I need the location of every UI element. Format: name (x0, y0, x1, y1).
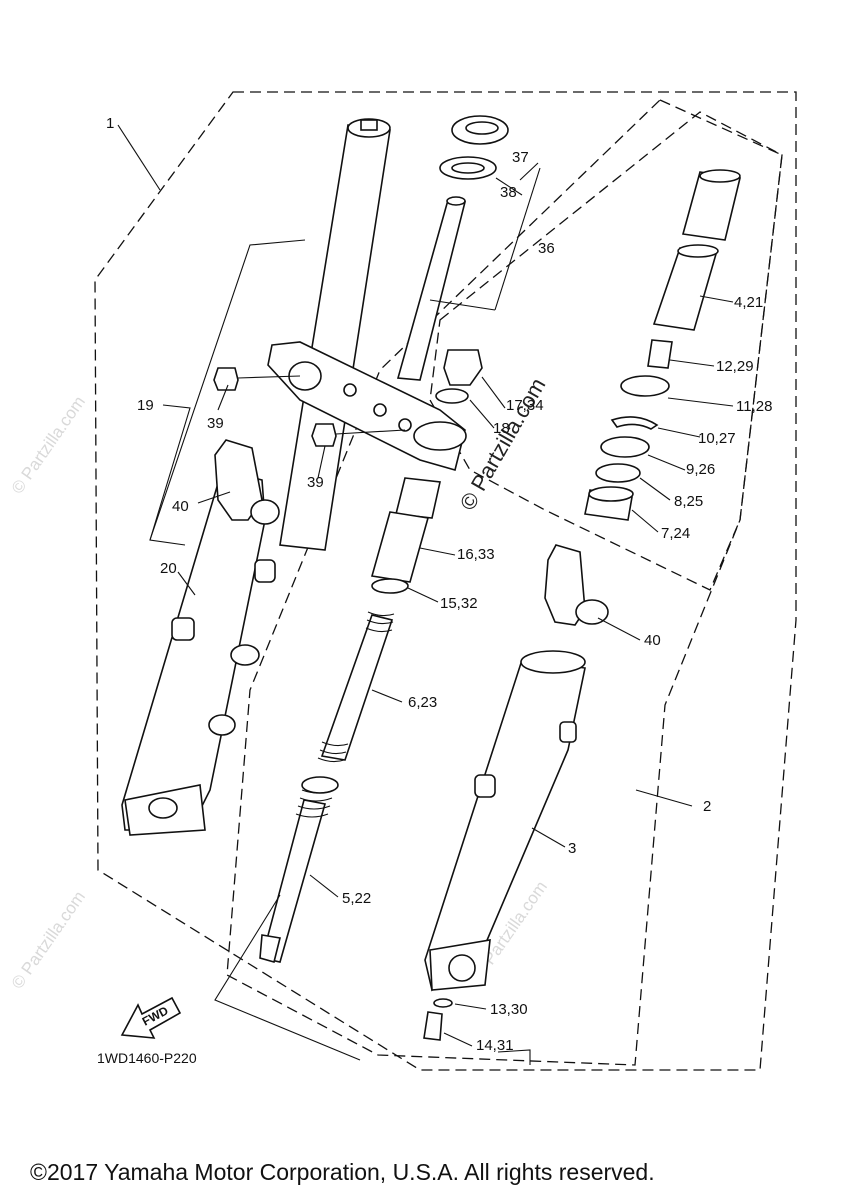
label-14-31: 14,31 (476, 1037, 514, 1054)
boss-right-2 (559, 721, 577, 743)
damper-rod-5 (261, 799, 327, 963)
damper-5-foot (259, 934, 281, 963)
label-20: 20 (160, 560, 177, 577)
spring-6 (320, 614, 394, 761)
cap-bolt-17 (443, 349, 483, 386)
fork-bracket (213, 341, 467, 471)
bolt-39-upper (213, 367, 239, 391)
label-5-22: 5,22 (342, 890, 371, 907)
label-16-33: 16,33 (457, 546, 495, 563)
bolt-39-lower (311, 423, 337, 447)
label-10-27: 10,27 (698, 430, 736, 447)
label-1: 1 (106, 115, 114, 132)
bracket-hole-1 (343, 383, 357, 397)
spacer-16 (370, 511, 430, 583)
guard-clamp-right (575, 599, 609, 625)
label-9-26: 9,26 (686, 461, 715, 478)
label-15-32: 15,32 (440, 595, 478, 612)
damper-rod-top (446, 196, 466, 206)
label-8-25: 8,25 (674, 493, 703, 510)
label-7-24: 7,24 (661, 525, 690, 542)
guard-clamp-left (250, 499, 280, 525)
bushing-4b-top (677, 244, 719, 258)
label-11-28: 11,28 (736, 398, 772, 415)
boss-b (254, 559, 276, 583)
cap-37-inner (465, 121, 499, 135)
diagram-code: 1WD1460-P220 (97, 1050, 197, 1066)
caliper-mount-upper (230, 644, 260, 666)
washer-8 (595, 463, 641, 483)
label-36: 36 (538, 240, 555, 257)
label-38: 38 (500, 184, 517, 201)
axle-hole-right (448, 954, 476, 982)
inner-tube-left (279, 124, 391, 551)
boss-right (474, 774, 496, 798)
outer-tube-right-group (423, 650, 586, 1041)
damper-rod-assembly (396, 115, 509, 381)
boss-a (171, 617, 195, 641)
collar-upper (395, 477, 441, 519)
o-ring-18 (435, 388, 469, 404)
fork-guard-left (214, 439, 263, 521)
bushing-4b (652, 247, 718, 331)
copyright-notice: ©2017 Yamaha Motor Corporation, U.S.A. A… (30, 1159, 655, 1185)
label-19: 19 (137, 397, 154, 414)
label-18: 18 (493, 420, 510, 437)
washer-15 (371, 578, 409, 594)
label-40-right: 40 (644, 632, 661, 649)
inner-parts-center (259, 477, 441, 963)
clip-10 (610, 416, 659, 430)
inner-tube-cap-bolt (360, 119, 378, 131)
label-4-21: 4,21 (734, 294, 763, 311)
label-39-lower: 39 (307, 474, 324, 491)
bracket-hole-3 (398, 418, 412, 432)
watermark-center: © Partzilla.com (455, 374, 551, 515)
outer-tube-right-top (520, 650, 586, 674)
watermark-left-upper: © Partzilla.com (8, 393, 89, 498)
axle-boss-left (148, 797, 178, 819)
washer-13 (433, 998, 453, 1008)
fwd-arrow: FWD (120, 996, 182, 1039)
seal-9 (600, 436, 650, 458)
inner-parts-right (544, 169, 741, 626)
label-3: 3 (568, 840, 576, 857)
label-13-30: 13,30 (490, 1001, 528, 1018)
left-fork-leg (121, 118, 391, 836)
label-12-29: 12,29 (716, 358, 754, 375)
spring-6-coils-top (365, 611, 395, 633)
label-2: 2 (703, 798, 711, 815)
bracket-eye-right (413, 421, 467, 451)
seal-7-top (588, 486, 634, 502)
label-39-upper: 39 (207, 415, 224, 432)
seat-11 (620, 375, 670, 397)
label-40-left: 40 (172, 498, 189, 515)
label-17-34: 17,34 (506, 397, 544, 414)
leader-lines (117, 124, 734, 1065)
spring-6-coils-bottom (317, 741, 349, 763)
fork-guard-right (544, 544, 586, 626)
cap-bolt-assembly (435, 349, 483, 404)
assembly-1-boundary (94, 91, 797, 1071)
collar-12 (647, 339, 673, 369)
bushing-4a-top (699, 169, 741, 183)
watermark-left-lower: © Partzilla.com (8, 888, 89, 993)
part-labels: 1 37 38 36 4,21 12,29 17,34 11,28 19 39 … (106, 115, 772, 1054)
caliper-mount-lower (208, 714, 236, 736)
bracket-hole-2 (373, 403, 387, 417)
fwd-arrow-shape (120, 996, 182, 1039)
label-6-23: 6,23 (408, 694, 437, 711)
label-37: 37 (512, 149, 529, 166)
washer-38-hole (451, 162, 485, 174)
bolt-14 (423, 1011, 443, 1041)
